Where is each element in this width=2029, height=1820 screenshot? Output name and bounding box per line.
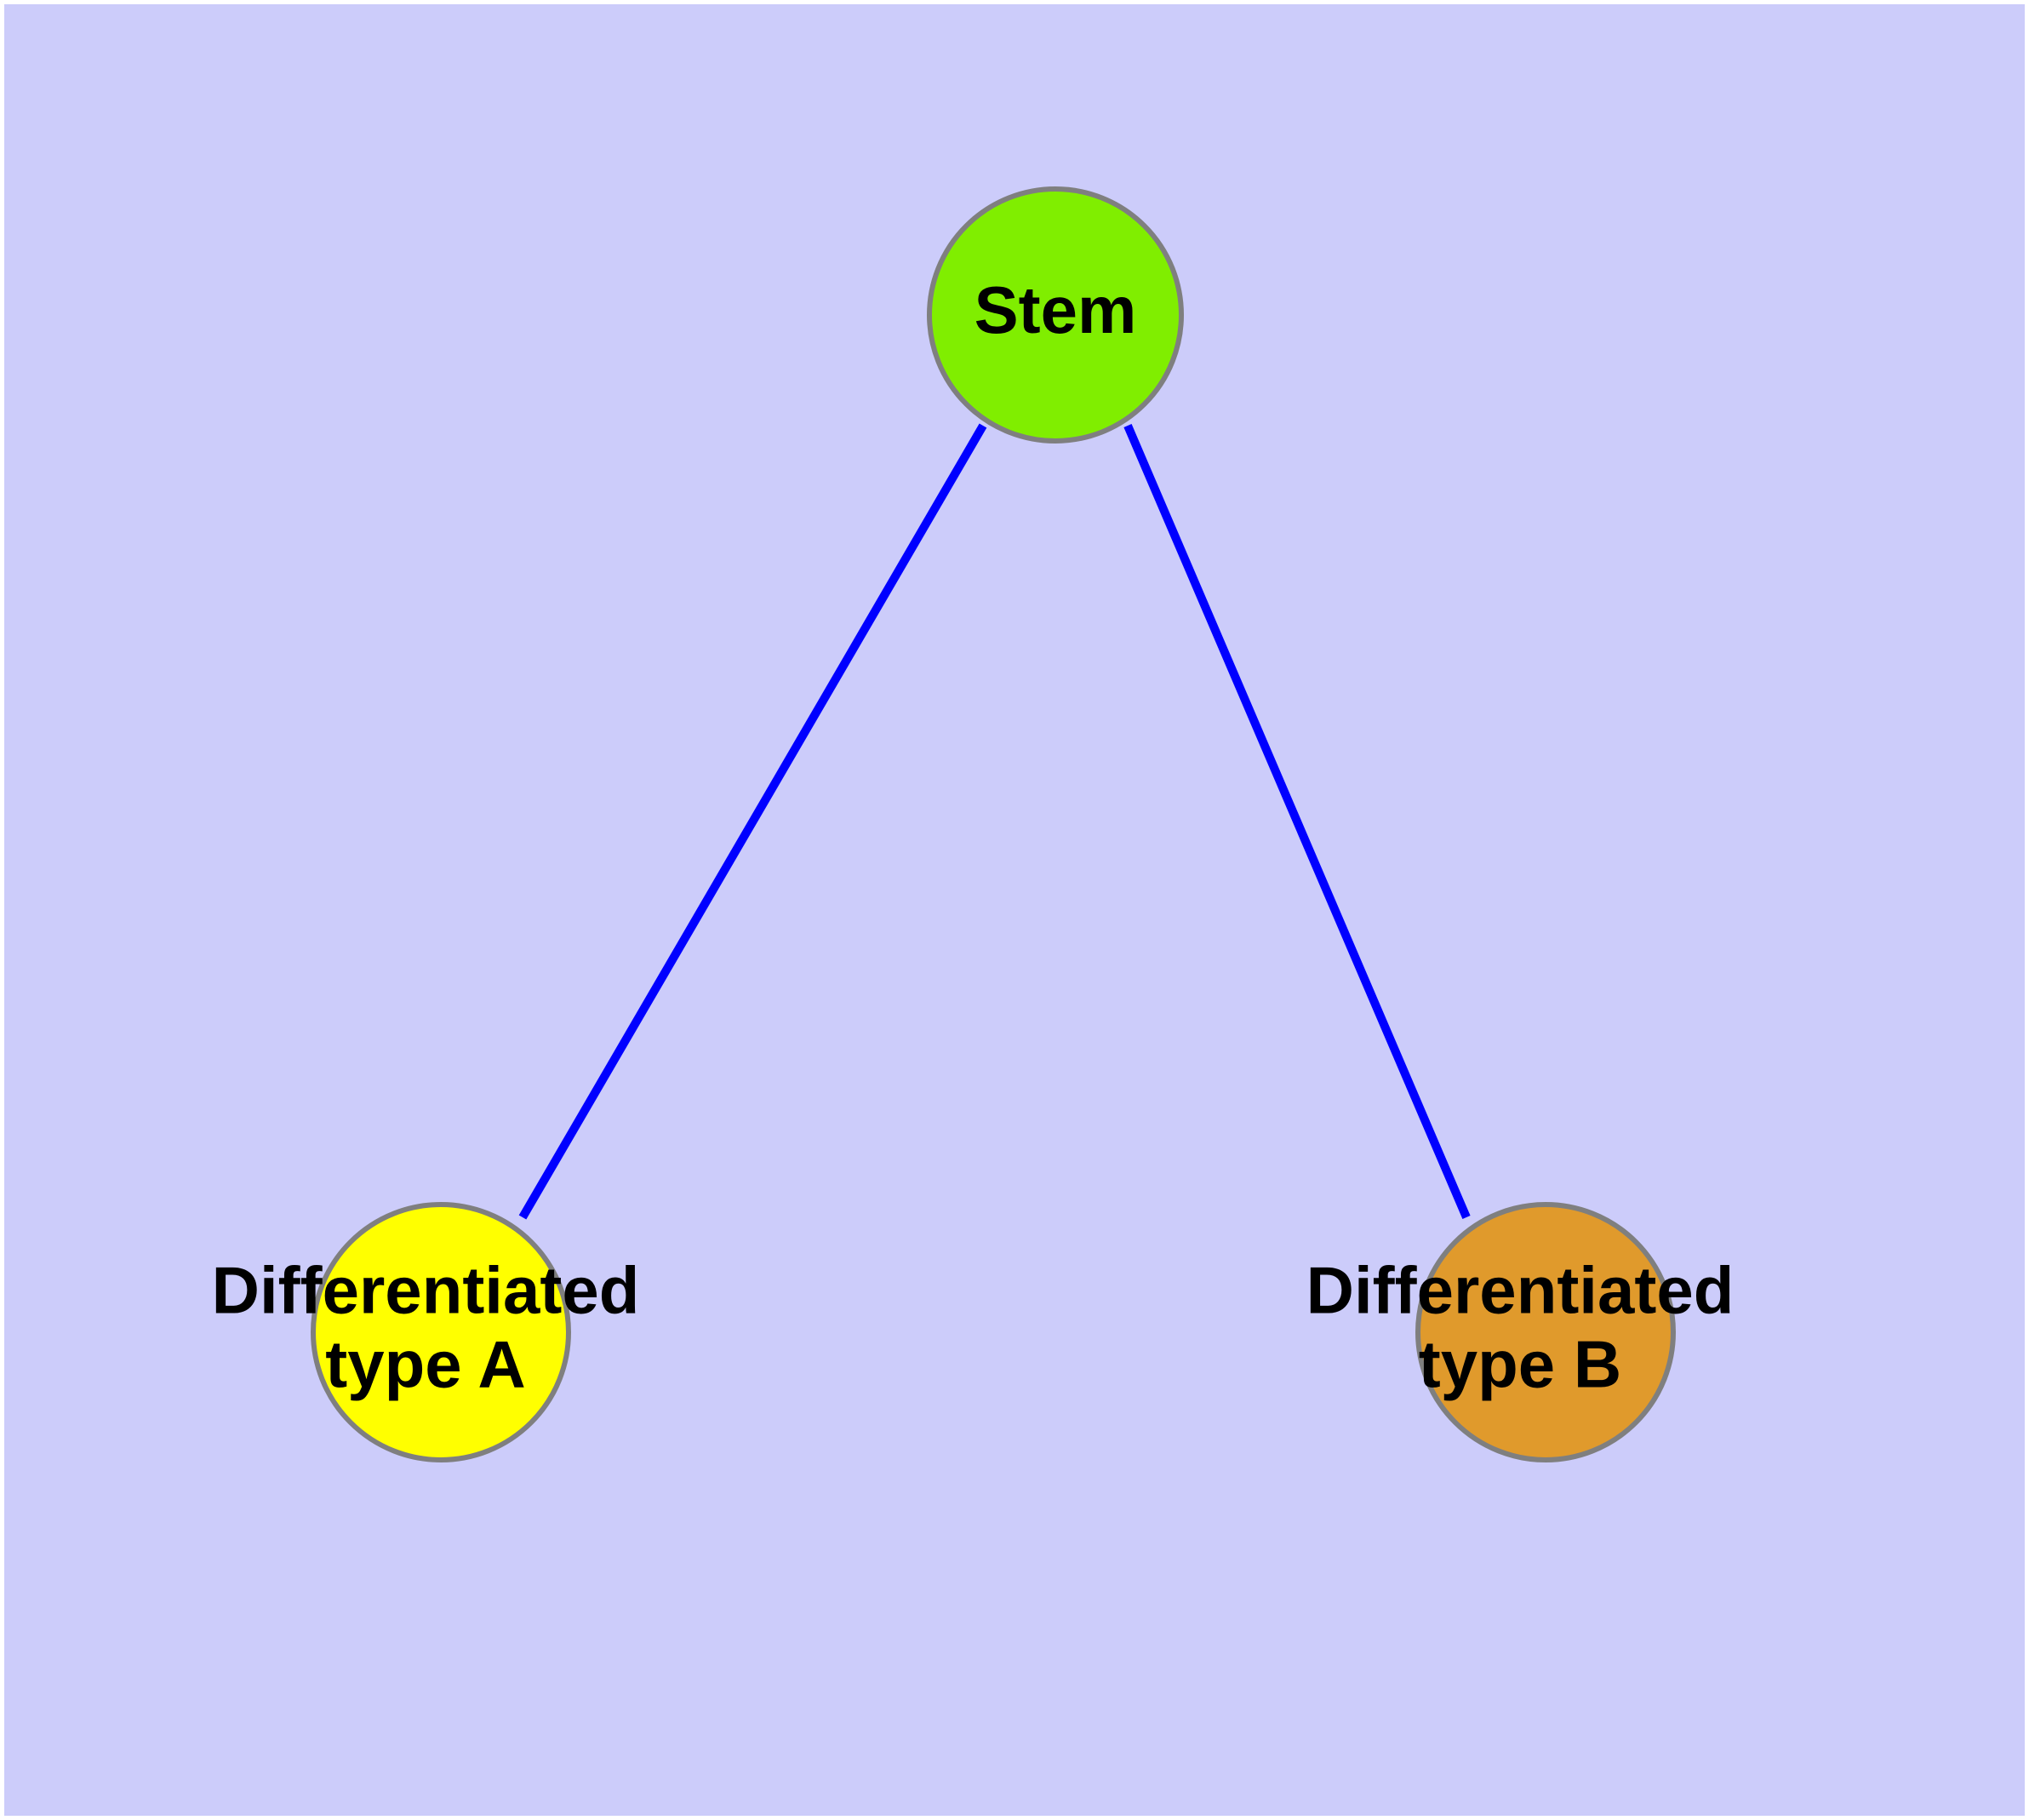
nodes-layer [311,186,1676,1462]
label-line: Differentiated [212,1252,640,1327]
label-line: Differentiated [1306,1252,1735,1327]
graph-node-diff_a[interactable] [311,1202,571,1462]
label-line: type B [1419,1326,1621,1401]
graph-node-stem[interactable] [927,186,1184,444]
graph-edge-stem-to-a [518,423,987,1220]
label-line: Stem [974,272,1137,347]
edges-layer [518,423,1471,1220]
label-line: type A [325,1326,526,1401]
graph-edge-stem-to-b [1123,424,1471,1219]
graph-node-diff_b[interactable] [1415,1202,1676,1462]
graph-node-label-stem: Stem [974,272,1137,347]
